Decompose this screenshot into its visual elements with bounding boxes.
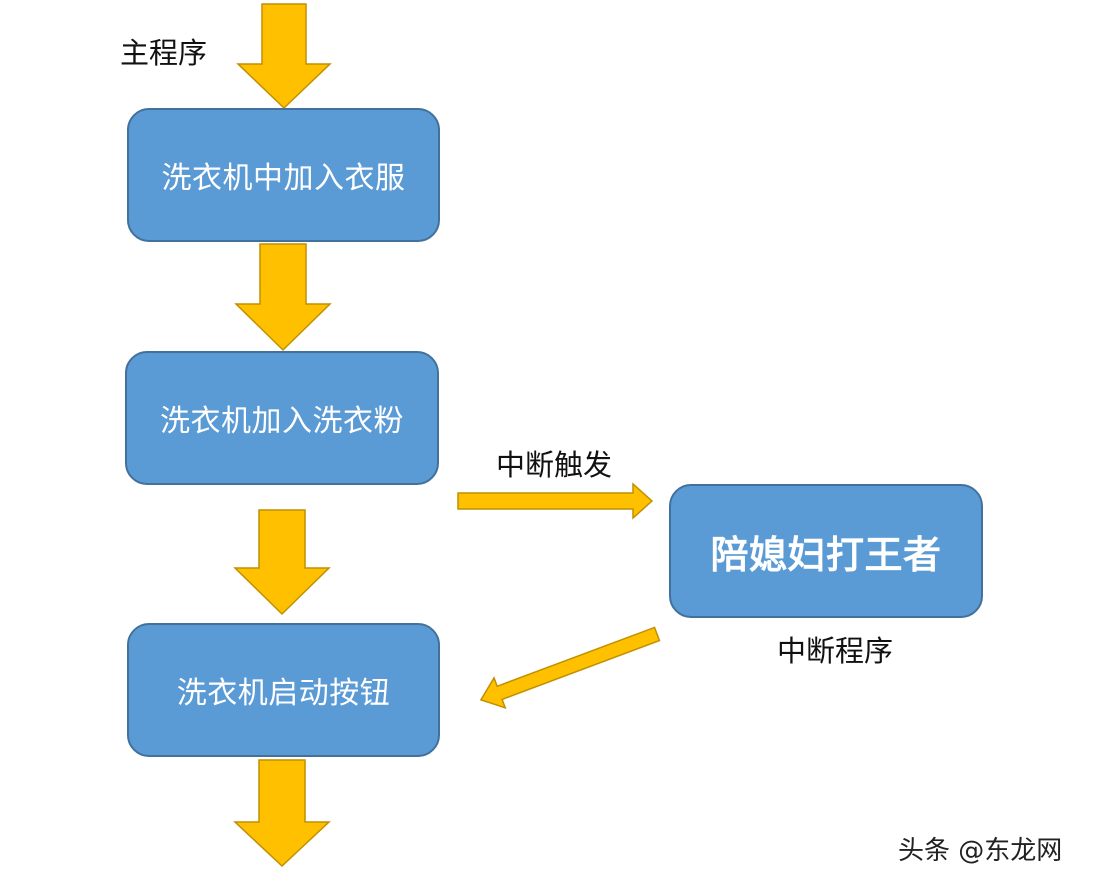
main-program-label: 主程序 [120, 36, 208, 70]
down-arrow-entry [236, 3, 332, 110]
interrupt-routine-text: 陪媳妇打王者 [710, 532, 942, 577]
interrupt-trigger-label: 中断触发 [496, 448, 613, 482]
step-add-clothes-text: 洗衣机中加入衣服 [161, 161, 406, 196]
step-add-detergent-box: 洗衣机加入洗衣粉 [125, 351, 439, 485]
down-arrow-exit [233, 759, 331, 868]
return-arrow [479, 626, 661, 710]
interrupt-program-label: 中断程序 [777, 634, 894, 668]
step-start-button-box: 洗衣机启动按钮 [127, 623, 440, 757]
right-arrow-interrupt [457, 482, 654, 520]
down-arrow-2-3 [233, 509, 331, 616]
interrupt-routine-box: 陪媳妇打王者 [669, 484, 983, 618]
step-add-detergent-text: 洗衣机加入洗衣粉 [160, 404, 404, 439]
watermark-text: 东龙网 [984, 836, 1063, 866]
step-add-clothes-box: 洗衣机中加入衣服 [127, 108, 440, 242]
watermark-prefix: 头条 @ [898, 836, 985, 866]
step-start-button-text: 洗衣机启动按钮 [176, 676, 391, 711]
watermark: 头条 @东龙网 [898, 830, 1062, 867]
down-arrow-1-2 [234, 243, 332, 352]
